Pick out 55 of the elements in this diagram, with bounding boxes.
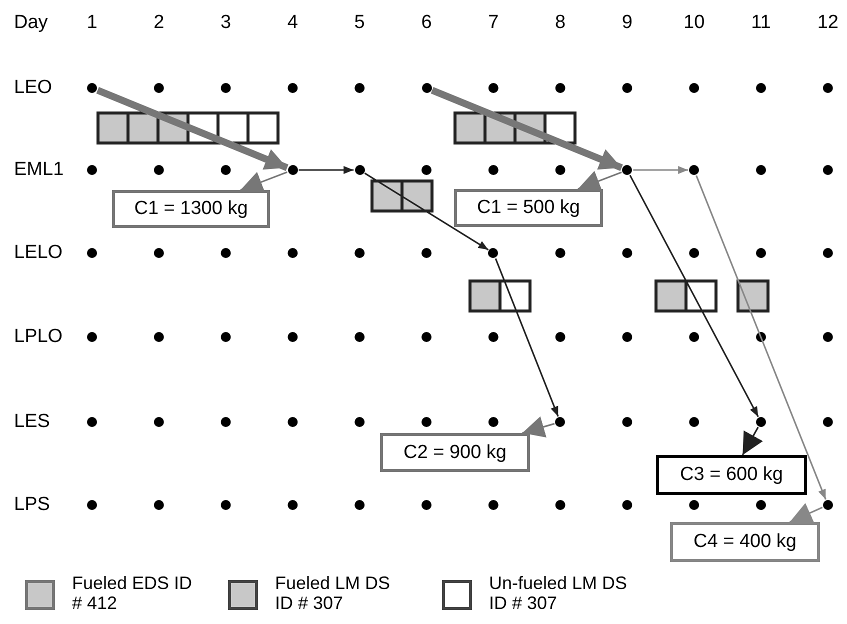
grid-dot	[288, 165, 298, 175]
day-number: 10	[682, 13, 706, 32]
arrow	[696, 175, 826, 500]
arrow	[789, 502, 823, 524]
orbit-label: LELO	[14, 243, 63, 262]
arrow	[522, 416, 555, 438]
day-number: 5	[353, 13, 366, 32]
day-number: 7	[487, 13, 500, 32]
orbit-label: EML1	[14, 160, 64, 179]
day-number: 8	[554, 13, 567, 32]
cargo-box	[656, 455, 807, 495]
cargo-mass-text: C1 = 500 kg	[477, 197, 580, 219]
arrow	[742, 426, 763, 456]
legend-text: Fueled LM DS ID # 307	[275, 574, 392, 614]
orbit-label: LES	[14, 412, 50, 431]
orbit-label: LPLO	[14, 327, 63, 346]
orbit-label: LEO	[14, 78, 52, 97]
day-number: 9	[620, 13, 634, 32]
grid-dot	[555, 417, 566, 427]
arrow	[494, 258, 559, 417]
day-number: 3	[220, 13, 232, 32]
arrow	[298, 166, 354, 174]
arrow	[578, 170, 622, 192]
grid-dot	[354, 165, 365, 175]
day-number: 1	[86, 13, 98, 32]
day-number: 2	[152, 13, 166, 32]
grid-dot	[422, 83, 432, 93]
cargo-box	[112, 190, 270, 228]
thick-arrow	[96, 87, 288, 171]
arrow	[240, 171, 288, 192]
cargo-mass-text: C2 = 900 kg	[404, 442, 506, 464]
arrow	[633, 166, 688, 174]
grid-dot	[689, 165, 700, 175]
axis-title: Day	[14, 13, 48, 32]
arrow	[629, 174, 759, 418]
grid-dot	[488, 248, 498, 258]
legend-text: Fueled EDS ID # 412	[72, 574, 194, 614]
cargo-box	[380, 433, 530, 472]
day-number: 6	[420, 13, 433, 32]
day-number: 11	[750, 13, 772, 32]
thick-arrow	[430, 87, 623, 171]
cargo-mass-text: C1 = 1300 kg	[134, 198, 248, 220]
arrow	[364, 172, 489, 250]
cargo-mass-text: C4 = 400 kg	[694, 531, 796, 553]
grid-dot	[622, 165, 632, 175]
orbit-label: LPS	[14, 495, 50, 514]
grid-dot	[822, 500, 833, 510]
grid-dot	[756, 417, 766, 427]
grid-dot	[87, 83, 97, 93]
cargo-box	[670, 522, 820, 562]
cargo-box	[454, 189, 603, 227]
day-number: 4	[286, 13, 299, 32]
day-number: 12	[816, 13, 840, 32]
legend-text: Un-fueled LM DS ID # 307	[489, 574, 628, 614]
cargo-mass-text: C3 = 600 kg	[680, 464, 783, 486]
